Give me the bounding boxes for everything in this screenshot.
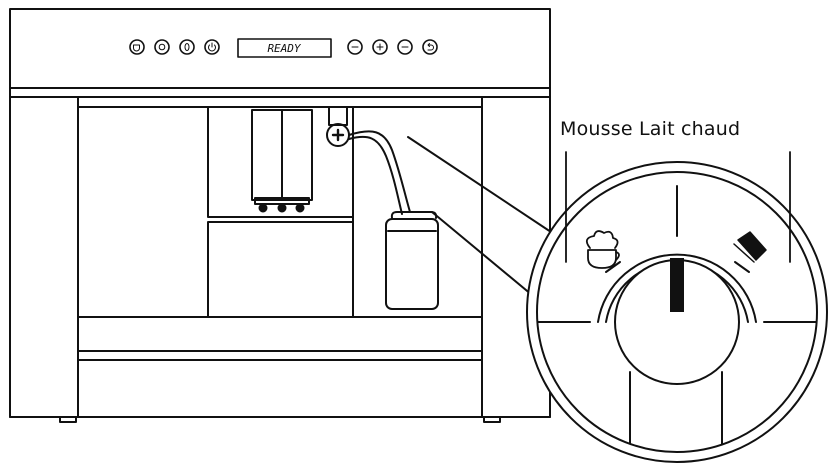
magnified-content <box>537 185 817 452</box>
spout-left <box>258 203 268 213</box>
cup-button[interactable] <box>129 39 145 55</box>
stem-lines <box>629 371 723 452</box>
display-screen <box>237 38 332 58</box>
hot-milk-icon <box>733 231 767 263</box>
bean-button[interactable] <box>179 39 195 55</box>
display-text: READY <box>267 42 301 55</box>
minus-button-left[interactable] <box>347 39 363 55</box>
milk-tube-inner <box>348 135 403 215</box>
cup-icon <box>133 44 140 52</box>
dial-pointer <box>670 258 684 312</box>
jug-body <box>385 218 439 310</box>
plus-button[interactable] <box>372 39 388 55</box>
callout-label: Mousse Lait chaud <box>560 118 741 140</box>
zoom-connector <box>407 136 561 301</box>
zoom-line-lower <box>431 211 539 301</box>
steam-icon <box>158 43 166 51</box>
minus-button-right[interactable] <box>397 39 413 55</box>
left-pillar <box>9 96 79 418</box>
drip-tray <box>77 316 483 352</box>
milk-tube-outer <box>348 130 411 213</box>
machine-housing <box>9 8 551 423</box>
body-frame <box>9 96 551 418</box>
callout-bracket <box>565 151 791 263</box>
magnifier-inner-ring <box>536 171 818 453</box>
jug-lid <box>390 211 438 219</box>
tick-right <box>734 261 750 273</box>
coffee-outlet <box>251 109 313 213</box>
left-foot <box>59 416 77 423</box>
lower-bay <box>207 221 354 318</box>
milk-foam-icon <box>585 230 620 269</box>
plus-icon <box>376 43 384 51</box>
knob-mount <box>328 106 348 126</box>
steam-button[interactable] <box>154 39 170 55</box>
spout-right <box>295 203 305 213</box>
spout-middle <box>277 203 287 213</box>
tick-left <box>605 261 621 273</box>
return-button[interactable] <box>422 39 438 55</box>
milk-jug <box>385 211 439 310</box>
right-foot <box>483 416 501 423</box>
milk-system <box>326 106 411 215</box>
power-icon <box>208 42 216 52</box>
power-button[interactable] <box>204 39 220 55</box>
control-panel: READY <box>129 38 438 58</box>
return-icon <box>427 43 434 51</box>
knob-indicator <box>331 128 345 142</box>
bean-icon <box>184 43 190 51</box>
zoom-line-upper <box>407 136 561 239</box>
dial-outer-arc <box>597 253 757 323</box>
magnified-dial <box>526 161 828 463</box>
